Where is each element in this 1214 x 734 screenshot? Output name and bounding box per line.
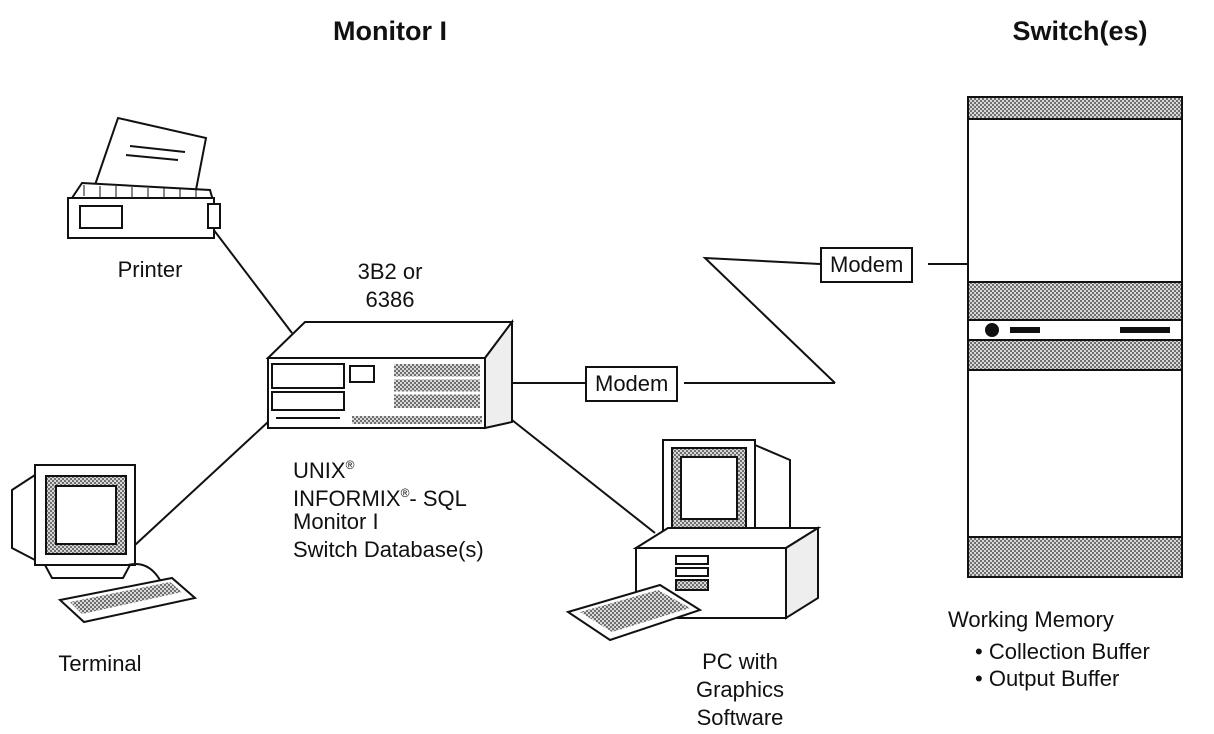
host-computer-icon [265,319,514,430]
pc-label-line1: PC with [702,649,778,674]
terminal-icon [11,464,198,624]
switch-cabinet-icon [967,96,1183,578]
line-printer-host [209,224,293,334]
working-memory-list: Collection Buffer Output Buffer [975,638,1150,692]
modem-host-side: Modem [585,366,679,402]
switch-title: Switch(es) [1012,16,1148,46]
pc-icon [565,439,822,642]
terminal-label: Terminal [58,651,142,676]
host-software-informix: INFORMIX®- SQL [293,486,467,511]
pc-label-line3: Software [696,705,784,730]
host-software-unix: UNIX® [293,458,355,483]
working-memory-item: Collection Buffer [975,638,1150,665]
line-terminal-host [134,421,269,546]
line-pc-host [511,419,656,534]
printer-icon [67,116,221,239]
host-software-monitor: Monitor I [293,509,379,534]
modem-switch-side: Modem [820,247,914,283]
printer-label: Printer [117,257,183,282]
host-model-label-line2: 6386 [365,287,415,312]
host-software-database: Switch Database(s) [293,537,484,562]
pc-label-line2: Graphics [695,677,785,702]
working-memory-item: Output Buffer [975,665,1150,692]
host-model-label-line1: 3B2 or [357,259,423,284]
connection-lines [134,224,968,546]
working-memory-heading: Working Memory [948,607,1114,632]
monitor-title: Monitor I [333,16,447,46]
phone-link-zigzag [702,256,836,384]
